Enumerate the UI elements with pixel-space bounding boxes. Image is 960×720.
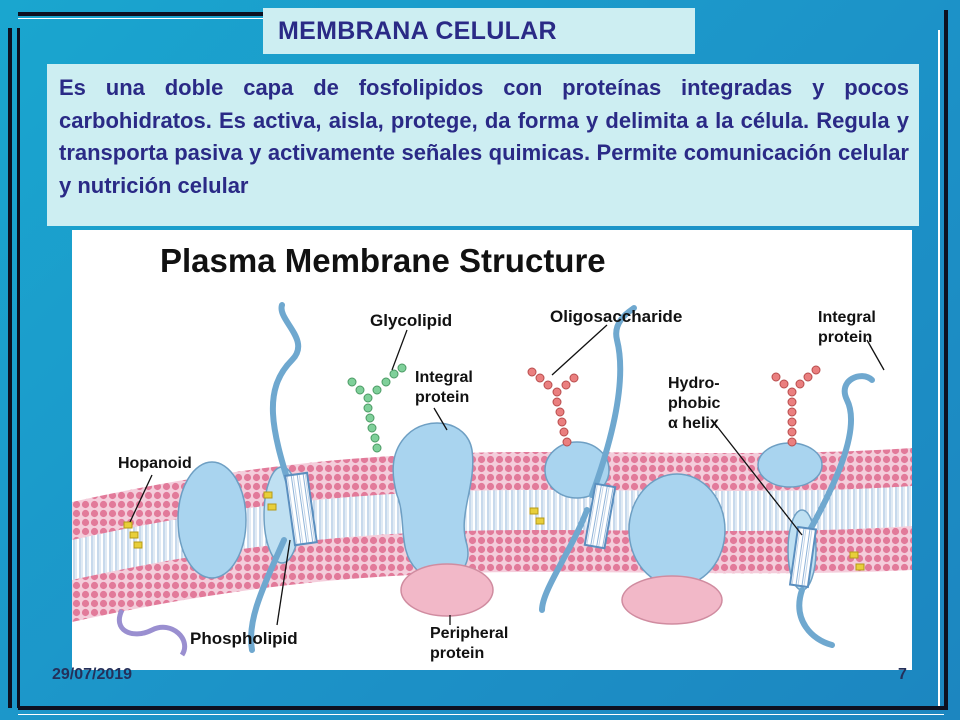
label-hydrophobic-1: Hydro- <box>668 375 720 392</box>
slide-title: MEMBRANA CELULAR <box>278 16 557 45</box>
oligosaccharide-chain <box>527 365 821 447</box>
title-box: MEMBRANA CELULAR <box>263 8 695 54</box>
label-oligosaccharide: Oligosaccharide <box>550 307 682 326</box>
label-peripheral-1: Peripheral <box>430 625 508 642</box>
protein-strands <box>248 302 875 653</box>
label-hopanoid: Hopanoid <box>118 455 192 472</box>
peptide-strand <box>116 608 188 657</box>
frame-bottom-bar-thin <box>18 714 944 715</box>
frame-right-bar <box>944 10 948 710</box>
page-number: 7 <box>898 666 907 683</box>
hopanoids <box>123 491 865 571</box>
peripheral-proteins <box>400 563 723 625</box>
frame-right-bar-thin <box>938 30 940 710</box>
label-hydrophobic-3: α helix <box>668 415 719 432</box>
description-box: Es una doble capa de fosfolipidos con pr… <box>47 64 919 226</box>
frame-left-bar <box>8 28 12 708</box>
footer-date: 29/07/2019 <box>52 666 133 683</box>
leader-lines <box>129 324 885 626</box>
frame-left-bar-inner <box>17 28 20 708</box>
frame-bottom-bar <box>18 706 944 710</box>
label-phospholipid: Phospholipid <box>190 629 298 648</box>
membrane-diagram: Plasma Membrane Structure <box>72 242 912 662</box>
label-integral-protein-center-2: protein <box>415 389 469 406</box>
label-integral-protein-right-2: protein <box>818 329 872 346</box>
label-integral-protein-right-1: Integral <box>818 309 876 326</box>
label-peripheral-2: protein <box>430 645 484 662</box>
glycolipid-chain <box>347 363 407 453</box>
frame-top-bar-thin <box>18 18 263 19</box>
slide-description: Es una doble capa de fosfolipidos con pr… <box>59 75 909 198</box>
figure-title: Plasma Membrane Structure <box>160 242 606 279</box>
alpha-helices <box>284 471 818 589</box>
frame-top-bar <box>18 12 263 16</box>
label-integral-protein-center-1: Integral <box>415 369 473 386</box>
membrane-figure: Plasma Membrane Structure <box>72 230 912 670</box>
label-glycolipid: Glycolipid <box>370 311 452 330</box>
label-hydrophobic-2: phobic <box>668 395 721 412</box>
